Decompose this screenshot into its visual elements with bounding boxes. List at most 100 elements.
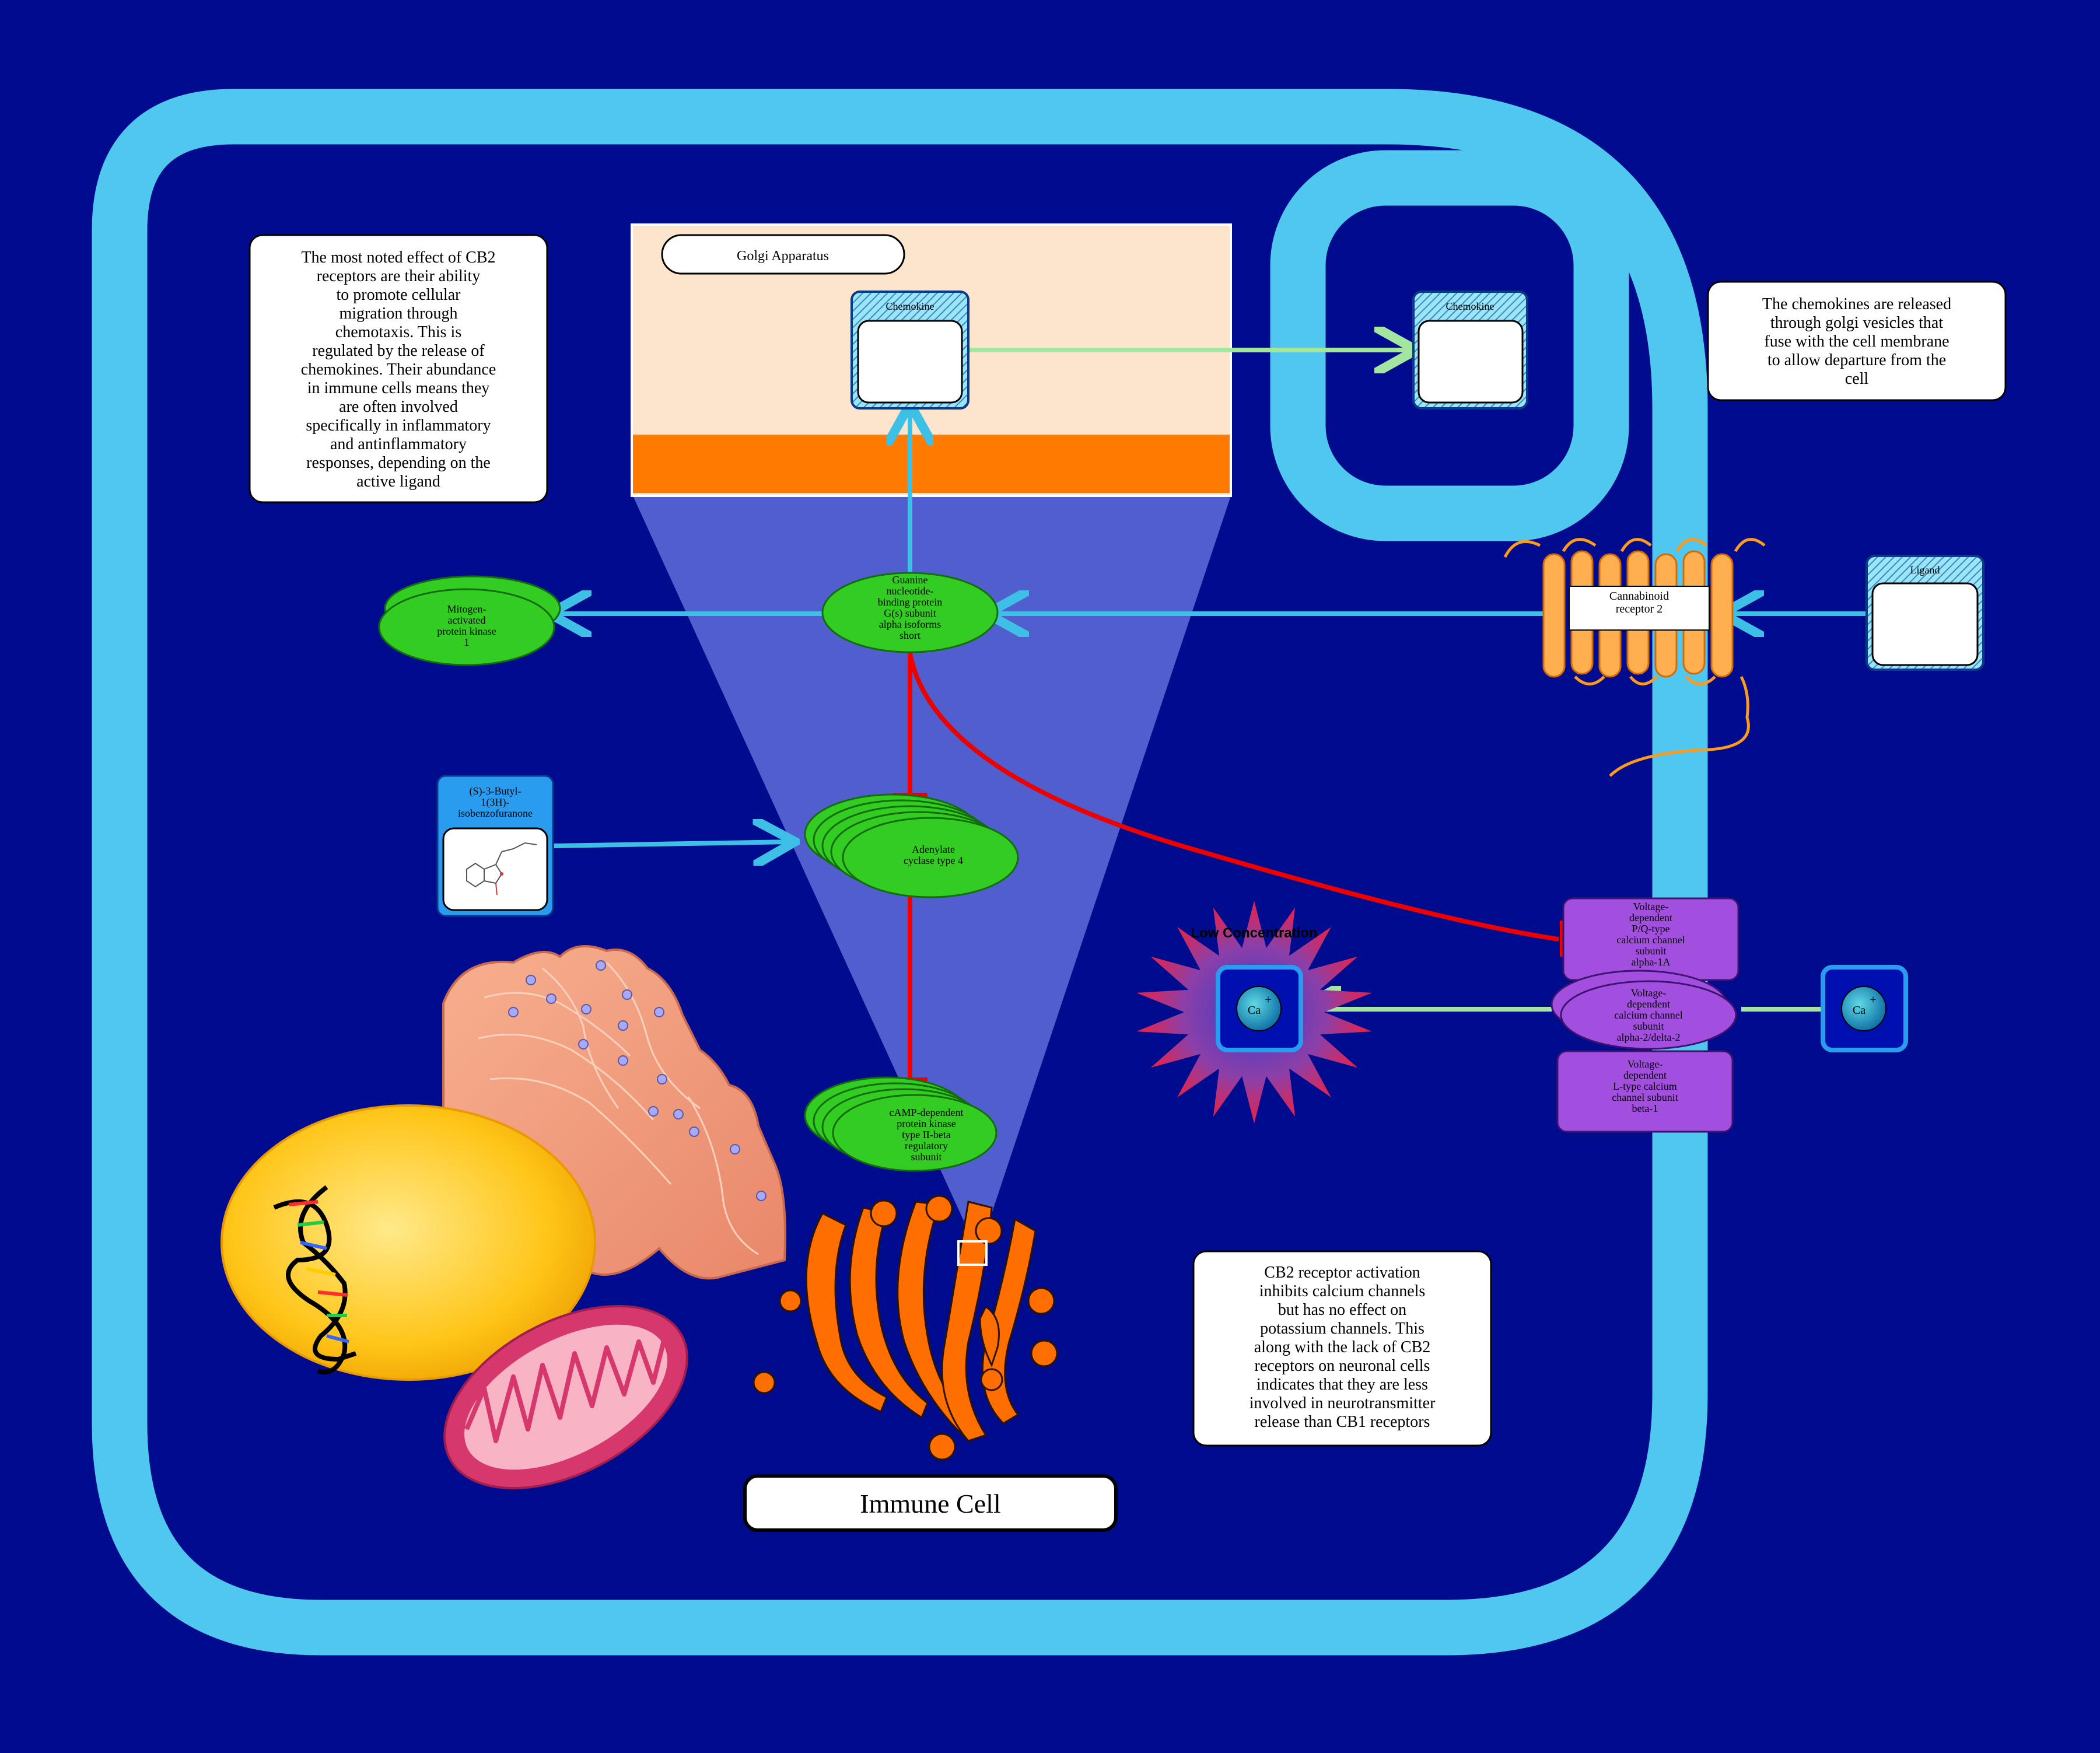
label-line: isobenzofuranone [458, 807, 533, 819]
label-line: inhibits calcium channels [1259, 1282, 1426, 1300]
label-line: regulatory [905, 1140, 948, 1152]
edge-gprotein-inhibits-cachannel [908, 653, 1559, 942]
label-line: to promote cellular [336, 286, 461, 304]
label-line: receptors are their ability [317, 267, 481, 285]
label-line: CB2 receptor activation [1264, 1264, 1420, 1282]
mitochondrion [443, 1305, 688, 1489]
node-calcium-inside[interactable]: Ca + [1216, 965, 1303, 1052]
label-line: alpha-1A [1632, 956, 1671, 968]
label-line: indicates that they are less [1256, 1376, 1428, 1394]
label-line: to allow departure from the [1768, 351, 1946, 369]
label-line: subunit [1635, 945, 1666, 957]
label-line: binding protein [878, 596, 943, 608]
label-line: specifically in inflammatory [306, 417, 491, 435]
node-ligand[interactable]: Ligand [1866, 555, 1985, 671]
edge-butyl-adenylate [554, 842, 790, 846]
node-butyl-isobenzofuranone[interactable]: (S)-3-Butyl-1(3H)-isobenzofuranone [436, 775, 554, 917]
label-line: chemotaxis. This is [335, 323, 461, 341]
node-calcium-outside[interactable]: Ca + [1821, 965, 1908, 1052]
label-line: Guanine [892, 574, 928, 586]
label-line: beta-1 [1632, 1103, 1658, 1114]
zoom-indicator [957, 1240, 988, 1266]
label-line: active ligand [356, 473, 440, 491]
label-line: subunit [911, 1151, 942, 1163]
node-chemokine-golgi[interactable]: Chemokine [850, 291, 970, 410]
label-line: dependent [1627, 998, 1670, 1010]
label-line: chemokines. Their abundance [301, 361, 496, 379]
label-line: Voltage- [1628, 1058, 1663, 1070]
label-line: migration through [340, 305, 458, 323]
label-line: potassium channels. This [1260, 1320, 1424, 1338]
label-line: but has no effect on [1278, 1301, 1406, 1319]
label-line: release than CB1 receptors [1255, 1413, 1430, 1431]
label-line: and antinflammatory [330, 435, 467, 453]
label-line: G(s) subunit [884, 607, 936, 620]
label-line: through golgi vesicles that [1770, 314, 1944, 332]
label-line: nucleotide- [887, 585, 934, 597]
golgi-label: Golgi Apparatus [737, 249, 829, 264]
svg-text:+: + [1870, 993, 1876, 1006]
dna-helix-icon [273, 1185, 357, 1374]
label-line: in immune cells means they [307, 379, 490, 397]
label-line: The most noted effect of CB2 [301, 249, 495, 267]
label-line: Mitogen- [447, 603, 487, 615]
label-line: are often involved [339, 398, 458, 416]
svg-text:Low Concentration: Low Concentration [1191, 925, 1317, 941]
label-line: responses, depending on the [306, 454, 491, 472]
label-line: fuse with the cell membrane [1764, 333, 1949, 351]
label-line: subunit [1633, 1020, 1664, 1032]
svg-text:(S)-3-Butyl-1(3H)-isobenzofura: (S)-3-Butyl-1(3H)-isobenzofuranone [458, 785, 533, 819]
cell-title-text: Immune Cell [860, 1489, 1000, 1518]
label-line: Voltage- [1631, 987, 1667, 999]
label-line: type II-beta [902, 1129, 950, 1140]
label-line: short [900, 629, 921, 641]
label-line: Cannabinoid [1609, 590, 1669, 603]
label-line: cell [1845, 370, 1869, 388]
cell-title: Immune Cell [743, 1474, 1118, 1532]
svg-text:Ca: Ca [1853, 1004, 1866, 1017]
label-line: 1 [464, 636, 470, 648]
node-chemokine-vesicle[interactable]: Chemokine [1412, 291, 1528, 410]
label-line: dependent [1629, 912, 1672, 923]
label-line: P/Q-type [1632, 923, 1670, 935]
nucleus [220, 1104, 596, 1381]
label-line: Adenylate [912, 844, 955, 855]
molecule-structure-icon [466, 842, 537, 895]
svg-text:Chemokine: Chemokine [1446, 300, 1494, 312]
label-line: receptors on neuronal cells [1255, 1357, 1430, 1375]
label-line: 1(3H)- [481, 796, 510, 809]
label-line: activated [448, 614, 486, 626]
svg-text:+: + [1265, 993, 1271, 1006]
label-line: protein kinase [897, 1118, 956, 1129]
label-line: alpha-2/delta-2 [1617, 1031, 1681, 1043]
label-line: L-type calcium [1613, 1080, 1676, 1092]
label-line: protein kinase [437, 625, 496, 637]
svg-text:Ligand: Ligand [1910, 564, 1940, 576]
label-line: Voltage- [1633, 901, 1669, 912]
label-line: cyclase type 4 [904, 855, 963, 866]
label-line: along with the lack of CB2 [1254, 1338, 1431, 1356]
label-line: alpha isoforms [879, 618, 941, 630]
